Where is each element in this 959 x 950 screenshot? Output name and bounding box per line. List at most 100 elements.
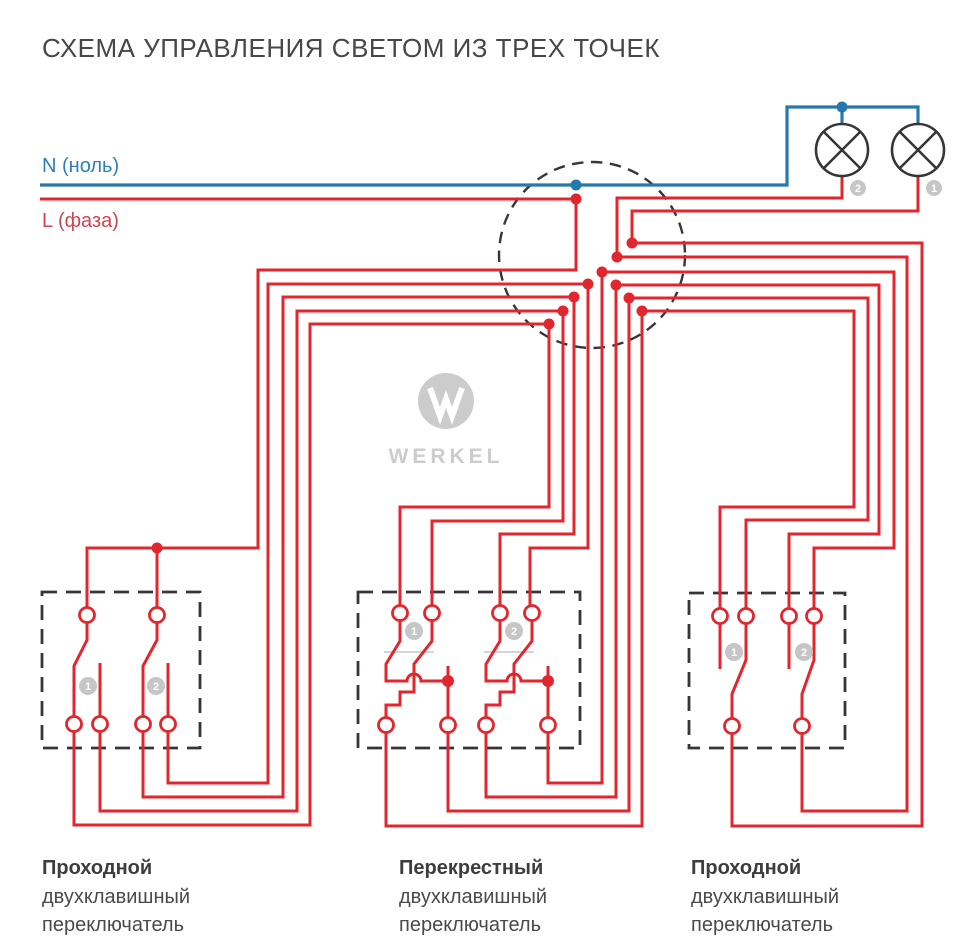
terminal <box>805 607 823 625</box>
wire-junction-right-4 <box>642 309 856 616</box>
terminal <box>148 606 166 624</box>
lamp-2: 2 <box>814 122 870 196</box>
neutral-wires <box>40 101 920 191</box>
crossover1-path-b <box>384 613 434 725</box>
wire-right-key1-return <box>632 241 924 828</box>
wire-junction-mid-3 <box>446 298 631 813</box>
crossover2-path-a <box>484 613 548 683</box>
caption-line: Проходной <box>691 857 801 879</box>
junction-dots <box>151 193 648 687</box>
lamp-badge-number: 2 <box>855 183 861 195</box>
terminal <box>477 716 495 734</box>
wire-junction-left-1 <box>166 282 588 785</box>
werkel-logo: WERKEL <box>389 373 504 468</box>
left-switch-caption: Проходной двухклавишный переключатель <box>42 857 190 936</box>
middle-switch-internals <box>384 613 550 725</box>
key-badge <box>505 622 523 640</box>
wire-junction-left-2 <box>141 295 574 799</box>
neutral-junction-dot <box>570 179 582 191</box>
caption-line: переключатель <box>691 914 833 936</box>
switch-terminals <box>65 604 823 735</box>
right-switch-arm-1 <box>730 616 748 726</box>
caption-line: переключатель <box>399 914 541 936</box>
wire-junction-right-1 <box>602 270 896 616</box>
terminal <box>491 604 509 622</box>
key-badge-number: 1 <box>85 681 91 693</box>
wire-junction-midtop-4 <box>528 284 590 613</box>
key-badge-number: 2 <box>511 626 517 638</box>
junction-dot <box>610 279 622 291</box>
wire-junction-mid-1 <box>546 272 604 785</box>
caption-line: переключатель <box>42 914 184 936</box>
terminal <box>423 604 441 622</box>
wire-right-key2-return <box>617 255 909 813</box>
key-badge-number: 2 <box>153 681 159 693</box>
terminal <box>793 717 811 735</box>
wire-junction-midtop-1 <box>398 324 551 613</box>
junction-dot <box>582 278 594 290</box>
caption-line: Перекрестный <box>399 857 543 879</box>
key-badge <box>795 643 813 661</box>
wire-lamp1-drop <box>630 176 920 243</box>
neutral-branch-dot <box>836 101 848 113</box>
key-badge <box>725 643 743 661</box>
right-switch-box <box>687 591 847 750</box>
wire-neutral-main <box>40 105 920 187</box>
neutral-label: N (ноль) <box>42 155 119 177</box>
wire-junction-mid-4 <box>384 311 644 828</box>
terminal <box>737 607 755 625</box>
crossover2-dot <box>542 675 554 687</box>
wire-junction-right-3 <box>629 296 870 616</box>
lamp-badge-number: 1 <box>931 183 937 195</box>
wire-lamp2-drop <box>615 176 844 257</box>
wire-junction-left-3 <box>98 309 563 813</box>
key-badge <box>147 677 165 695</box>
caption-line: двухклавишный <box>42 886 190 908</box>
lamp-badge <box>850 180 866 196</box>
lamp-x <box>823 131 861 169</box>
terminal <box>523 604 541 622</box>
terminal <box>539 716 557 734</box>
left-switch-arm-1 <box>72 615 89 724</box>
wire-junction-mid-2 <box>484 285 618 799</box>
terminal <box>723 717 741 735</box>
junction-dot <box>151 542 163 554</box>
key-badge-number: 2 <box>801 647 807 659</box>
key-badge-number: 1 <box>731 647 737 659</box>
junction-dot <box>557 305 569 317</box>
lamp-badge <box>926 180 942 196</box>
wire-junction-right-2 <box>616 283 881 616</box>
right-switch-internals <box>718 616 816 726</box>
crossover1-dot <box>442 675 454 687</box>
left-switch-arm-2 <box>141 615 159 724</box>
werkel-logo-text: WERKEL <box>389 445 504 468</box>
terminal <box>711 607 729 625</box>
wire-junction-midtop-2 <box>430 311 565 613</box>
terminal <box>780 607 798 625</box>
caption-line: двухклавишный <box>691 886 839 908</box>
wire-phase-to-left-switch <box>85 199 578 615</box>
terminal <box>439 716 457 734</box>
right-switch-caption: Проходной двухклавишный переключатель <box>691 857 839 936</box>
phase-label: L (фаза) <box>42 210 119 232</box>
key-badge <box>405 622 423 640</box>
left-switch-internals <box>72 615 170 724</box>
terminal <box>377 716 395 734</box>
key-badges: 1 2 1 2 1 2 <box>79 622 813 695</box>
junction-dot <box>543 318 555 330</box>
junction-dot <box>568 291 580 303</box>
key-badge <box>79 677 97 695</box>
wire-junction-left-4 <box>72 322 549 827</box>
page-title: СХЕМА УПРАВЛЕНИЯ СВЕТОМ ИЗ ТРЕХ ТОЧЕК <box>42 33 660 63</box>
junction-dot <box>611 251 623 263</box>
junction-dot <box>570 193 582 205</box>
wire-junction-midtop-3 <box>498 297 576 613</box>
caption-line: двухклавишный <box>399 886 547 908</box>
middle-switch-caption: Перекрестный двухклавишный переключатель <box>399 857 547 936</box>
middle-switch-box <box>356 590 582 750</box>
werkel-logo-w-icon <box>427 386 465 425</box>
terminal <box>159 715 177 733</box>
key-badge-number: 1 <box>411 626 417 638</box>
